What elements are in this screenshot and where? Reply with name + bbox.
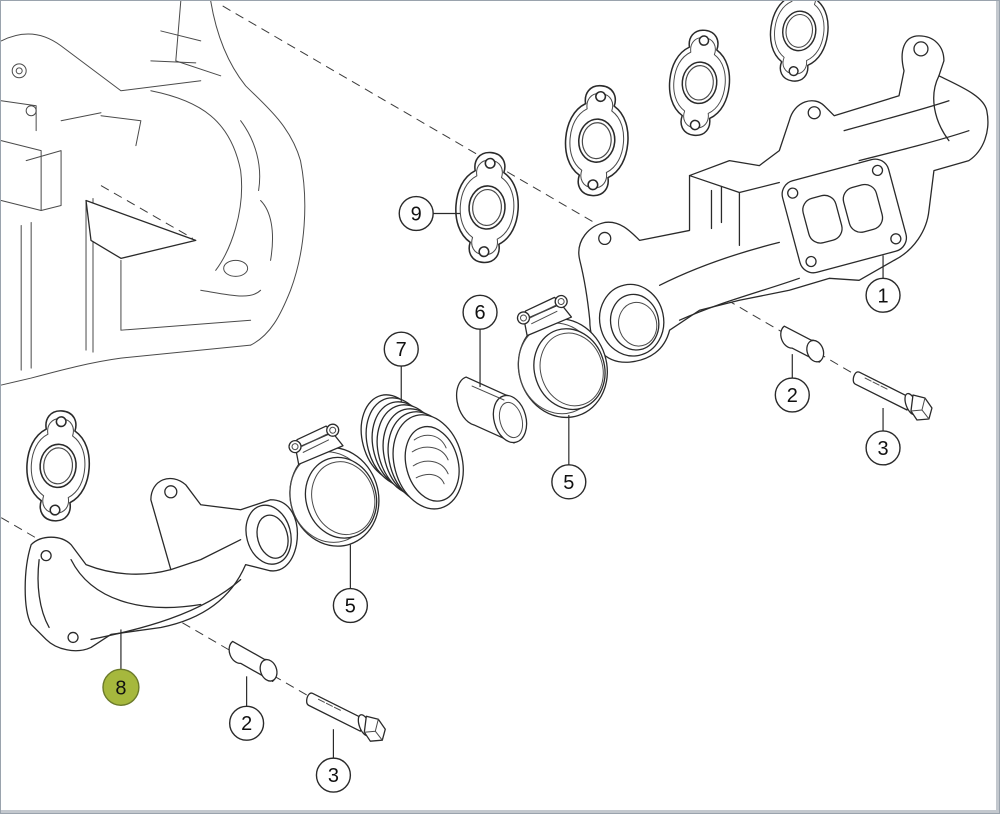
sleeve [455,376,528,444]
gasket-lower [22,407,94,524]
engine-block [1,1,306,386]
callout-label: 3 [878,438,889,460]
callout-label: 7 [396,339,407,361]
bellows [360,394,464,510]
block-bracket-axis [100,185,194,239]
exhaust-manifold-front [24,477,298,652]
callout-3-upper[interactable]: 3 [865,430,901,466]
callout-label: 1 [878,285,889,307]
callout-label: 5 [563,472,574,494]
callout-2-lower[interactable]: 2 [228,705,265,741]
callout-label: 3 [328,765,339,787]
callout-label: 5 [345,596,356,618]
callout-9[interactable]: 9 [398,195,434,232]
gasket-upper-3 [663,26,736,140]
callout-2-upper[interactable]: 2 [774,377,810,413]
callout-label: 2 [787,385,798,407]
callout-8-selected[interactable]: 8 [102,668,140,706]
exhaust-manifold-rear [578,35,989,363]
leader-lines [120,212,884,759]
callout-1[interactable]: 1 [865,277,901,313]
gasket-part-9 [451,149,523,266]
callout-label: 8 [115,677,126,699]
callout-label: 6 [475,302,486,324]
callout-7[interactable]: 7 [383,331,419,367]
callout-5-lower[interactable]: 5 [332,587,369,624]
spacer-sleeve-lower [228,640,278,682]
callout-label: 9 [411,203,422,225]
block-bracket [85,199,197,260]
upper-assembly-axis [222,5,862,379]
callout-6[interactable]: 6 [462,294,498,330]
bolt-upper [852,371,933,421]
callout-label: 2 [241,713,252,735]
callout-3-lower[interactable]: 3 [315,757,352,793]
gasket-upper-2 [560,82,634,200]
gasket-top-right [763,1,836,86]
callout-5-upper[interactable]: 5 [551,464,587,500]
bolt-lower [306,692,386,742]
spacer-sleeve-upper [780,325,825,363]
